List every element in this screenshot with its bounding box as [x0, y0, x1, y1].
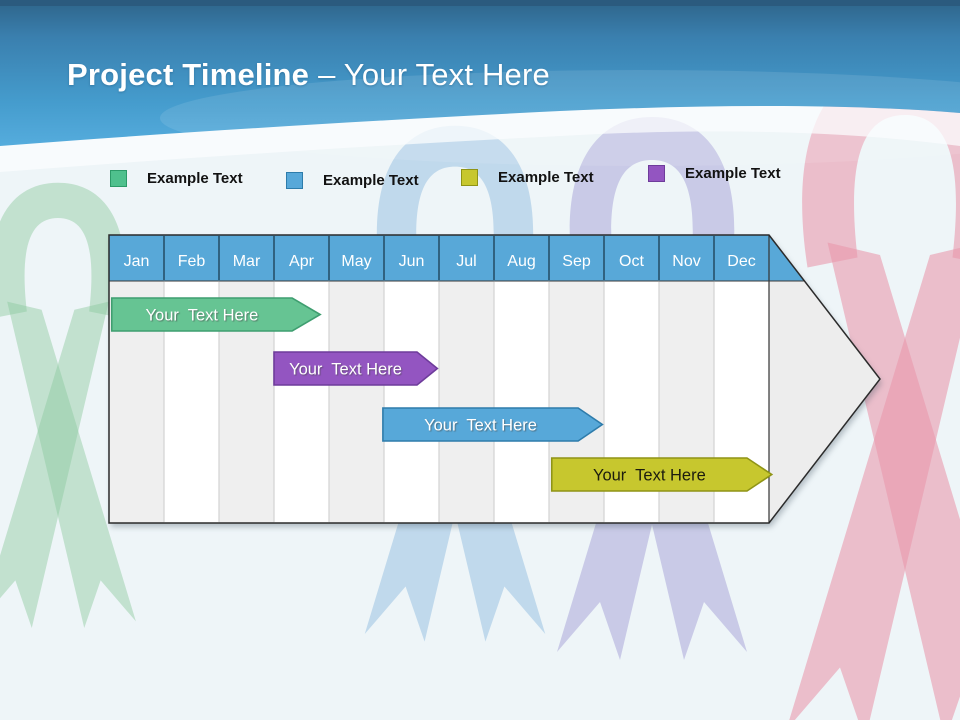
legend-item[interactable]: Example Text: [461, 169, 594, 186]
month-cell-label: Jan: [124, 253, 150, 270]
gantt-bar-label: Your Text Here: [289, 361, 402, 379]
legend-label: Example Text: [323, 172, 419, 189]
month-header-row: [109, 235, 805, 281]
month-cell-label: Dec: [727, 253, 755, 270]
header-highlight: [160, 70, 960, 166]
slide-title[interactable]: Project Timeline– Your Text Here: [67, 57, 550, 93]
header-blue-shape: [0, 0, 960, 146]
gantt-bar-label: Your Text Here: [424, 417, 537, 435]
month-cell-label: Jul: [456, 253, 476, 270]
month-cell-label: Jun: [399, 253, 425, 270]
gantt-bar[interactable]: [110, 297, 322, 332]
month-cell-label: Apr: [289, 253, 315, 270]
gantt-bar-label: Your Text Here: [146, 307, 259, 325]
slide-title-main: Project Timeline: [67, 57, 310, 92]
legend-label: Example Text: [685, 165, 781, 182]
month-cell-label: Aug: [507, 253, 535, 270]
slide-title-sub: – Your Text Here: [318, 57, 550, 92]
legend-item[interactable]: Example Text: [110, 170, 243, 187]
header-soft-curve: [0, 106, 960, 172]
month-cell-label: Nov: [672, 253, 700, 270]
month-cell-label: Feb: [178, 253, 206, 270]
arrowhead: [769, 281, 880, 523]
gantt-bar[interactable]: [382, 407, 604, 442]
month-cell-label: May: [341, 253, 371, 270]
gantt-bar[interactable]: [550, 457, 774, 492]
month-column-stripe: [329, 281, 384, 523]
gantt-bar-label: Your Text Here: [593, 467, 706, 485]
header-band: [0, 0, 960, 172]
legend-item[interactable]: Example Text: [648, 165, 781, 182]
month-cell-label: Oct: [619, 253, 644, 270]
legend-item[interactable]: Example Text: [286, 172, 419, 189]
timeline-arrow-outline: [108, 234, 881, 524]
legend-swatch: [286, 172, 303, 189]
header-top-strip: [0, 0, 960, 6]
legend-swatch: [648, 165, 665, 182]
month-column-stripe: [439, 281, 494, 523]
legend-swatch: [110, 170, 127, 187]
legend-swatch: [461, 169, 478, 186]
gantt-bar[interactable]: [273, 351, 439, 386]
legend-label: Example Text: [498, 169, 594, 186]
legend-label: Example Text: [147, 170, 243, 187]
month-cell-label: Sep: [562, 253, 591, 270]
month-cell-label: Mar: [233, 253, 261, 270]
